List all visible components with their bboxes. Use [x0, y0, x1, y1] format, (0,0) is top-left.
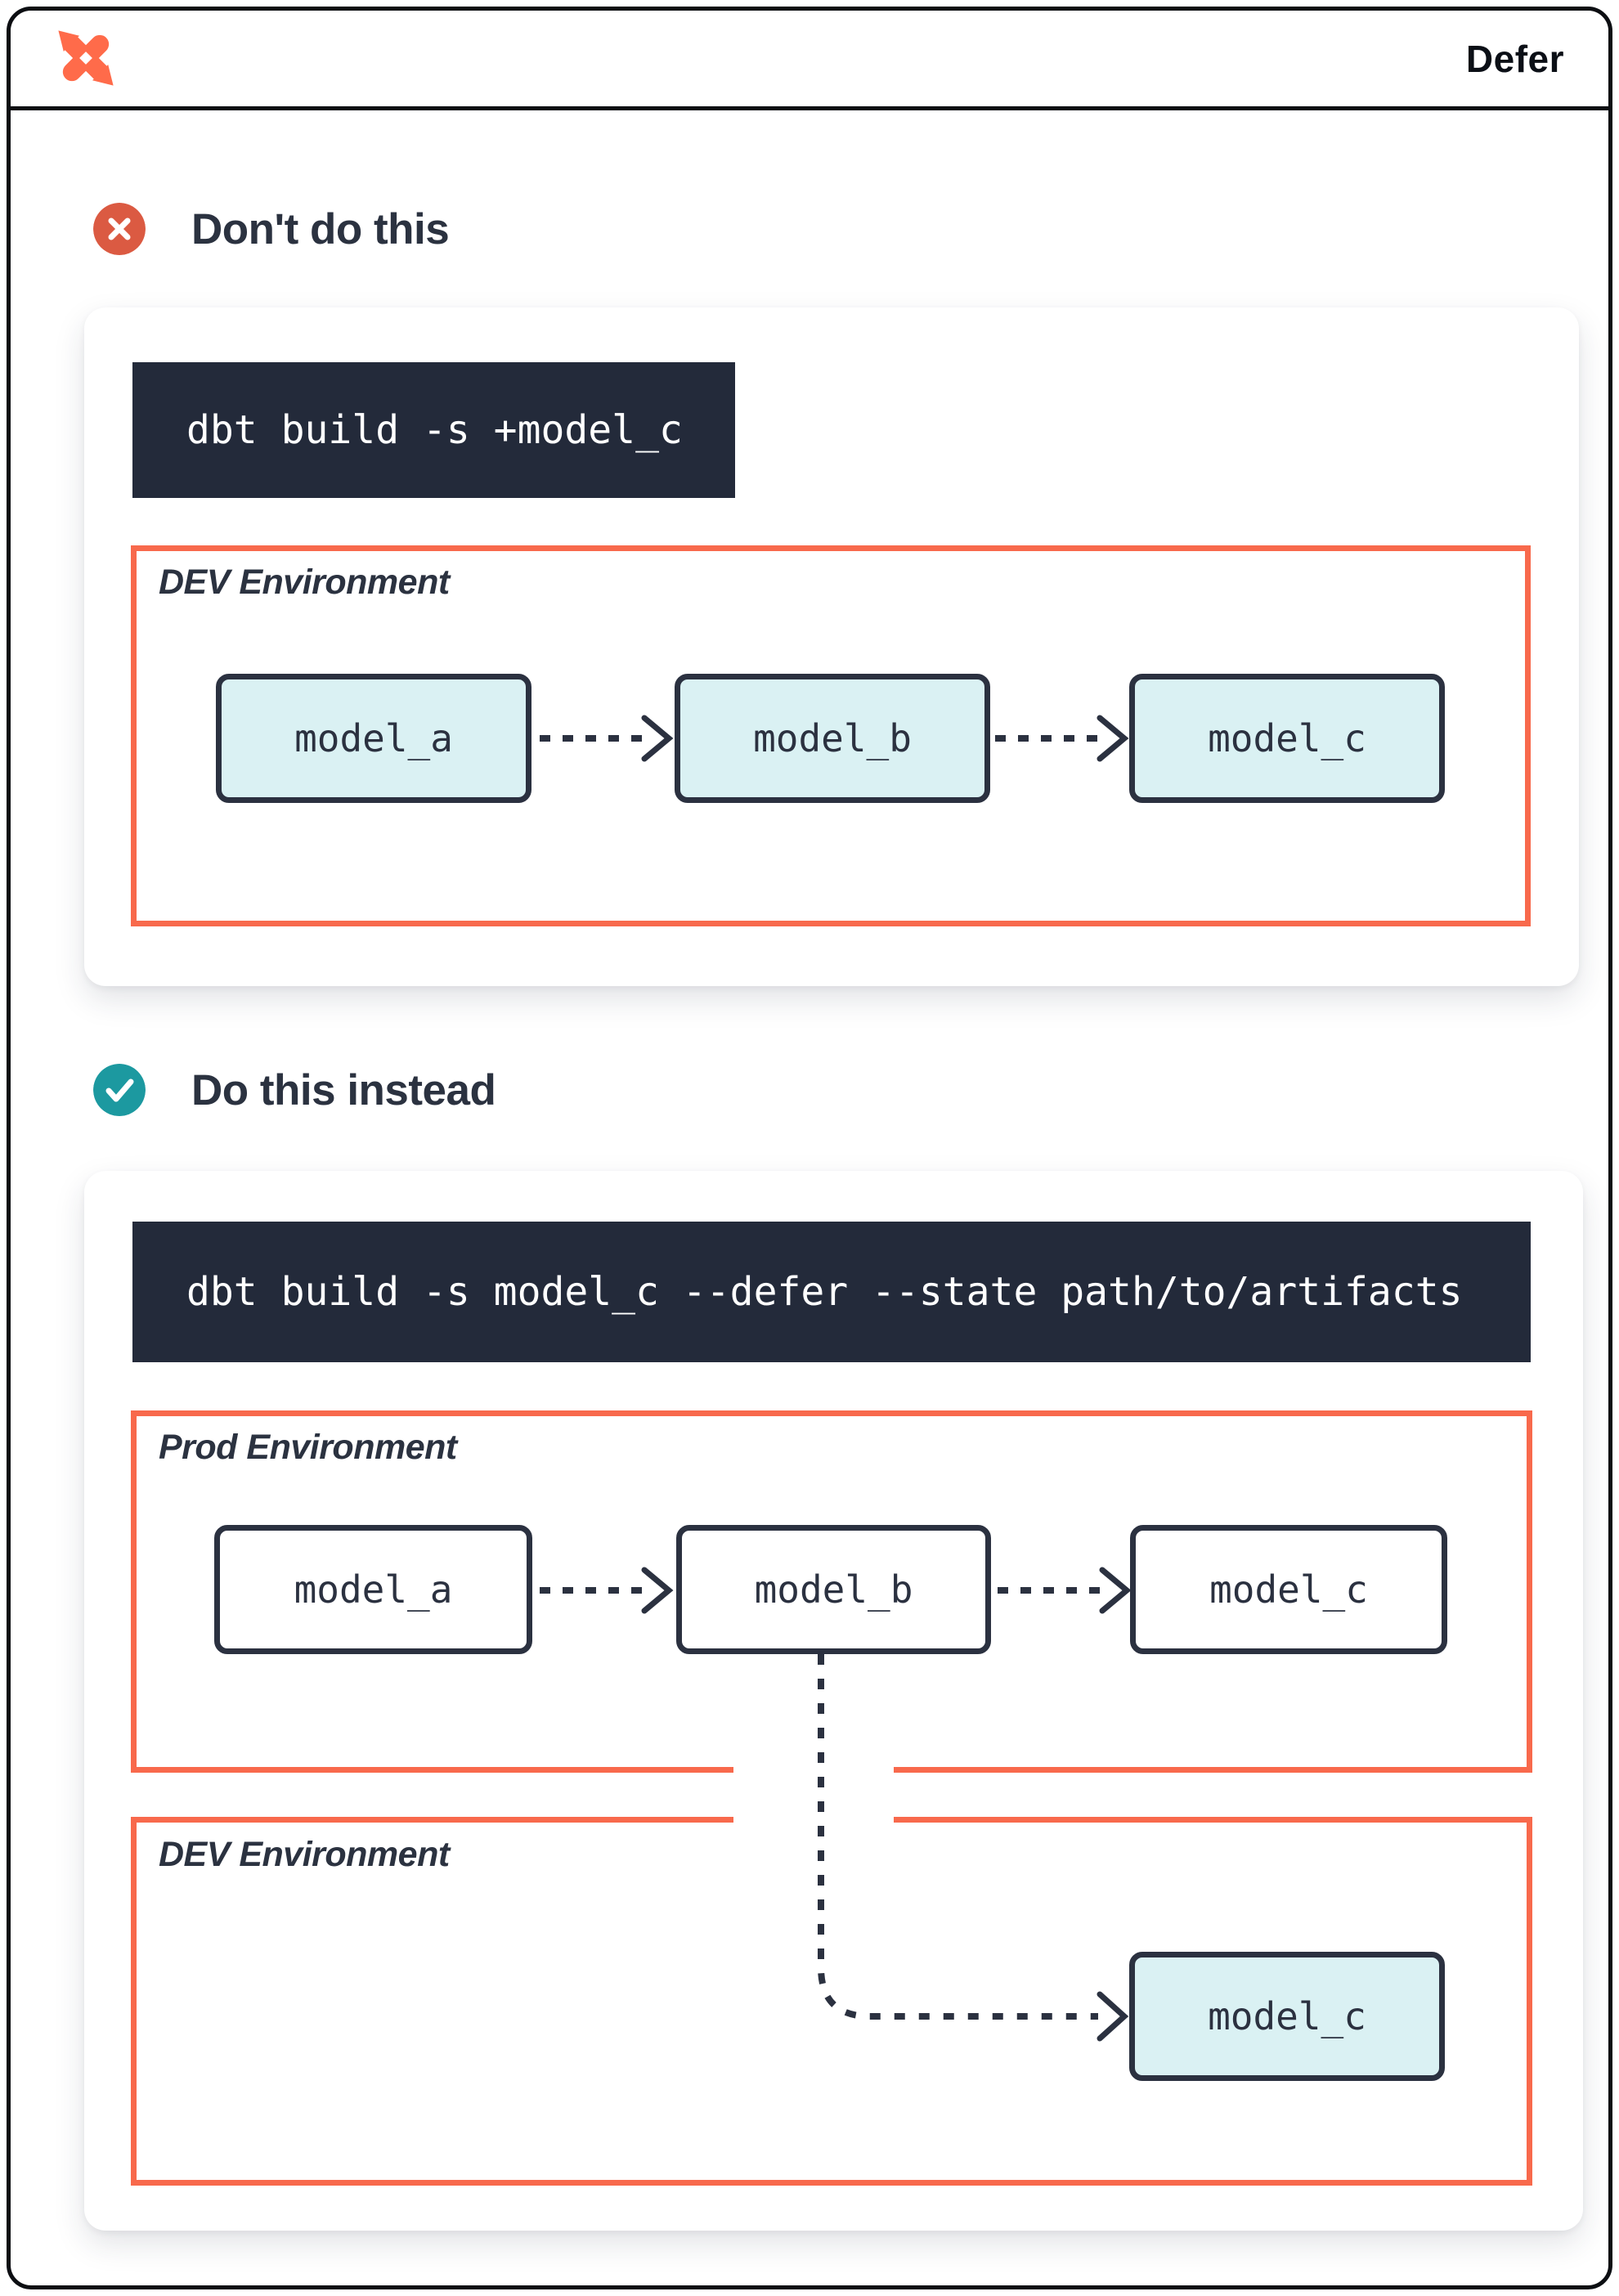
page-title: Defer [1465, 37, 1564, 80]
dbt-logo-icon [58, 30, 114, 86]
prod-env-label: Prod Environment [159, 1428, 457, 1467]
header-bar: Defer [11, 11, 1608, 110]
model-box: model_a [216, 674, 531, 803]
window-frame: Defer Don't do this dbt build -s +model_… [7, 7, 1612, 2289]
section-do-label: Do this instead [191, 1065, 496, 1114]
arrow-b-to-c-prod-icon [998, 1567, 1132, 1614]
x-circle-icon [93, 203, 146, 255]
model-box: model_b [675, 674, 990, 803]
arrow-a-to-b-icon [540, 715, 674, 762]
section-dont-label: Don't do this [191, 204, 450, 253]
defer-connector-icon [818, 1654, 1129, 2042]
model-box: model_a [214, 1525, 532, 1654]
dont-card: dbt build -s +model_c DEV Environment mo… [84, 307, 1579, 986]
section-do-heading: Do this instead [93, 1064, 496, 1116]
dev-envbox-1 [131, 545, 1531, 926]
command-block-do: dbt build -s model_c --defer --state pat… [132, 1222, 1531, 1362]
model-box: model_c [1129, 1952, 1445, 2081]
model-box: model_c [1130, 1525, 1447, 1654]
dev-env-label-2: DEV Environment [159, 1835, 450, 1874]
arrow-b-to-c-icon [995, 715, 1129, 762]
model-box: model_b [676, 1525, 991, 1654]
check-circle-icon [93, 1064, 146, 1116]
command-block-dont: dbt build -s +model_c [132, 362, 735, 498]
dev-env-label-1: DEV Environment [159, 563, 450, 602]
model-box: model_c [1129, 674, 1445, 803]
dev-border-gap [733, 1814, 894, 1828]
prod-border-gap [733, 1764, 894, 1778]
section-dont-heading: Don't do this [93, 203, 450, 255]
arrow-a-to-b-prod-icon [540, 1567, 674, 1614]
do-card: dbt build -s model_c --defer --state pat… [84, 1171, 1583, 2231]
